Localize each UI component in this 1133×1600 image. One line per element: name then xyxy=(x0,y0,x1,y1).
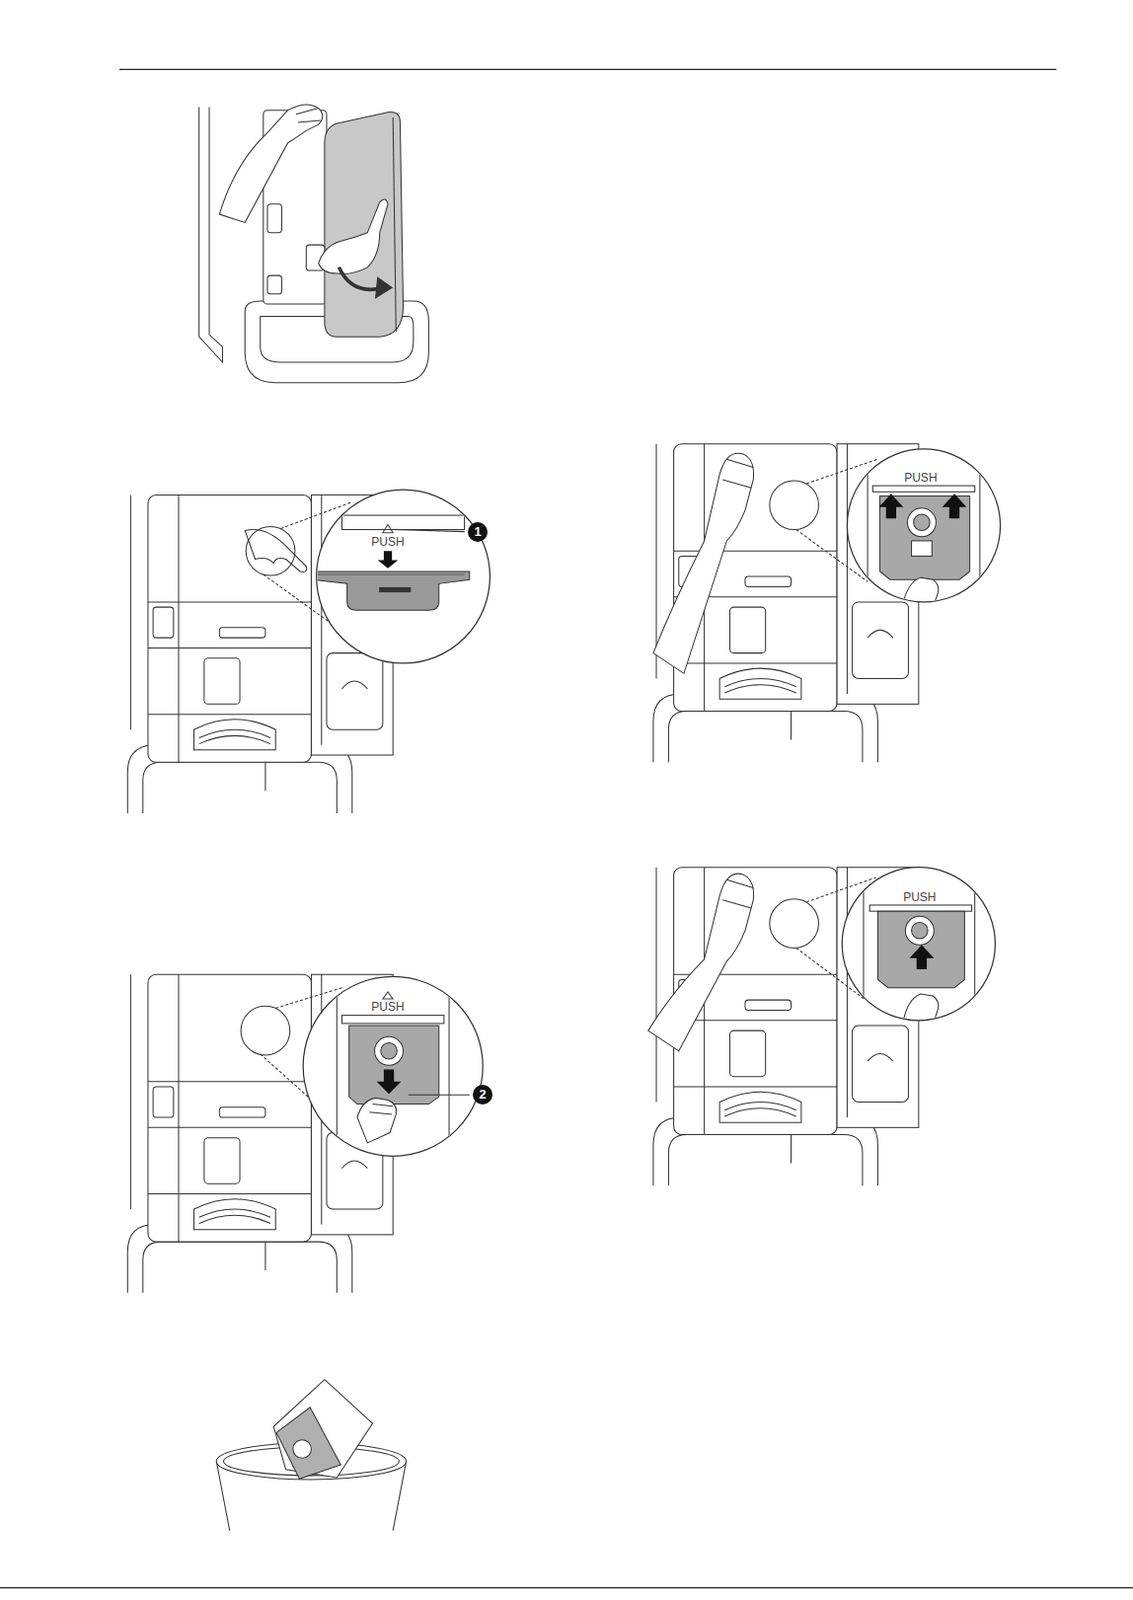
push-label: PUSH xyxy=(369,534,406,549)
push-label: PUSH xyxy=(369,999,406,1014)
push-label: PUSH xyxy=(901,890,938,905)
callout-number: 1 xyxy=(467,522,488,542)
push-label: PUSH xyxy=(902,470,939,485)
callout-number: 2 xyxy=(472,1084,493,1105)
